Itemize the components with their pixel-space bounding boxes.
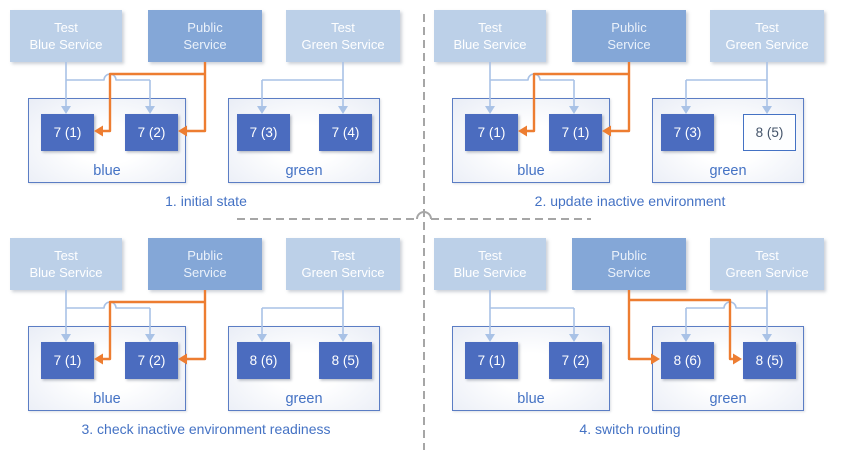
environment-label: blue xyxy=(517,163,545,179)
pod-box: 8 (6) xyxy=(661,342,714,379)
pod-box: 8 (6) xyxy=(237,342,290,379)
deployment-step-panel: Test Blue Service Public Service Test Gr… xyxy=(424,228,848,456)
green-environment-box: 8 (6) 8 (5) green xyxy=(652,326,804,411)
test-green-service-box: Test Green Service xyxy=(710,10,824,62)
panel-caption: 1. initial state xyxy=(165,193,247,209)
blue-environment-box: 7 (1) 7 (1) blue xyxy=(452,98,610,183)
pod-box: 8 (5) xyxy=(743,114,796,151)
panel-caption: 2. update inactive environment xyxy=(534,193,726,209)
test-blue-service-box: Test Blue Service xyxy=(10,238,122,290)
deployment-step-panel: Test Blue Service Public Service Test Gr… xyxy=(0,0,424,228)
service-label-line: Blue Service xyxy=(453,37,527,52)
service-label-line: Test xyxy=(331,19,355,35)
pod-box: 8 (5) xyxy=(743,342,796,379)
pod-box: 7 (4) xyxy=(319,114,372,151)
environment-label: blue xyxy=(93,163,121,179)
environment-label: green xyxy=(709,163,747,179)
service-label-line: Test xyxy=(54,19,78,35)
service-label-line: Green Service xyxy=(725,37,809,52)
service-label-line: Service xyxy=(607,265,651,280)
pod-box: 7 (1) xyxy=(41,114,94,151)
blue-environment-box: 7 (1) 7 (2) blue xyxy=(452,326,610,411)
blue-environment-box: 7 (1) 7 (2) blue xyxy=(28,98,186,183)
service-label-line: Blue Service xyxy=(29,37,103,52)
blue-environment-box: 7 (1) 7 (2) blue xyxy=(28,326,186,411)
green-environment-box: 7 (3) 7 (4) green xyxy=(228,98,380,183)
service-label-line: Public xyxy=(187,247,223,263)
service-label-line: Public xyxy=(611,19,647,35)
service-label-line: Test xyxy=(478,247,502,263)
environment-label: green xyxy=(285,163,323,179)
public-service-box: Public Service xyxy=(572,10,686,62)
test-blue-service-box: Test Blue Service xyxy=(434,238,546,290)
public-service-box: Public Service xyxy=(148,10,262,62)
pod-box: 8 (5) xyxy=(319,342,372,379)
environment-label: blue xyxy=(93,391,121,407)
pod-box: 7 (1) xyxy=(465,342,518,379)
panel-caption: 3. check inactive environment readiness xyxy=(81,421,331,437)
pod-box: 7 (2) xyxy=(125,114,178,151)
test-green-service-box: Test Green Service xyxy=(710,238,824,290)
service-label-line: Green Service xyxy=(301,265,385,280)
panel-caption: 4. switch routing xyxy=(579,421,681,437)
service-label-line: Service xyxy=(183,265,227,280)
environment-label: blue xyxy=(517,391,545,407)
pod-box: 7 (3) xyxy=(237,114,290,151)
service-label-line: Green Service xyxy=(725,265,809,280)
service-label-line: Public xyxy=(187,19,223,35)
test-green-service-box: Test Green Service xyxy=(286,238,400,290)
pod-box: 7 (1) xyxy=(549,114,602,151)
service-label-line: Test xyxy=(331,247,355,263)
public-service-box: Public Service xyxy=(148,238,262,290)
service-label-line: Blue Service xyxy=(29,265,103,280)
service-label-line: Blue Service xyxy=(453,265,527,280)
public-service-box: Public Service xyxy=(572,238,686,290)
test-blue-service-box: Test Blue Service xyxy=(434,10,546,62)
service-label-line: Green Service xyxy=(301,37,385,52)
test-green-service-box: Test Green Service xyxy=(286,10,400,62)
service-label-line: Test xyxy=(755,247,779,263)
pod-box: 7 (1) xyxy=(465,114,518,151)
green-environment-box: 7 (3) 8 (5) green xyxy=(652,98,804,183)
service-label-line: Test xyxy=(54,247,78,263)
service-label-line: Test xyxy=(478,19,502,35)
deployment-step-panel: Test Blue Service Public Service Test Gr… xyxy=(424,0,848,228)
deployment-step-panel: Test Blue Service Public Service Test Gr… xyxy=(0,228,424,456)
service-label-line: Public xyxy=(611,247,647,263)
pod-box: 7 (2) xyxy=(549,342,602,379)
service-label-line: Service xyxy=(607,37,651,52)
test-blue-service-box: Test Blue Service xyxy=(10,10,122,62)
service-label-line: Test xyxy=(755,19,779,35)
pod-box: 7 (3) xyxy=(661,114,714,151)
environment-label: green xyxy=(709,391,747,407)
environment-label: green xyxy=(285,391,323,407)
service-label-line: Service xyxy=(183,37,227,52)
pod-box: 7 (1) xyxy=(41,342,94,379)
pod-box: 7 (2) xyxy=(125,342,178,379)
green-environment-box: 8 (6) 8 (5) green xyxy=(228,326,380,411)
